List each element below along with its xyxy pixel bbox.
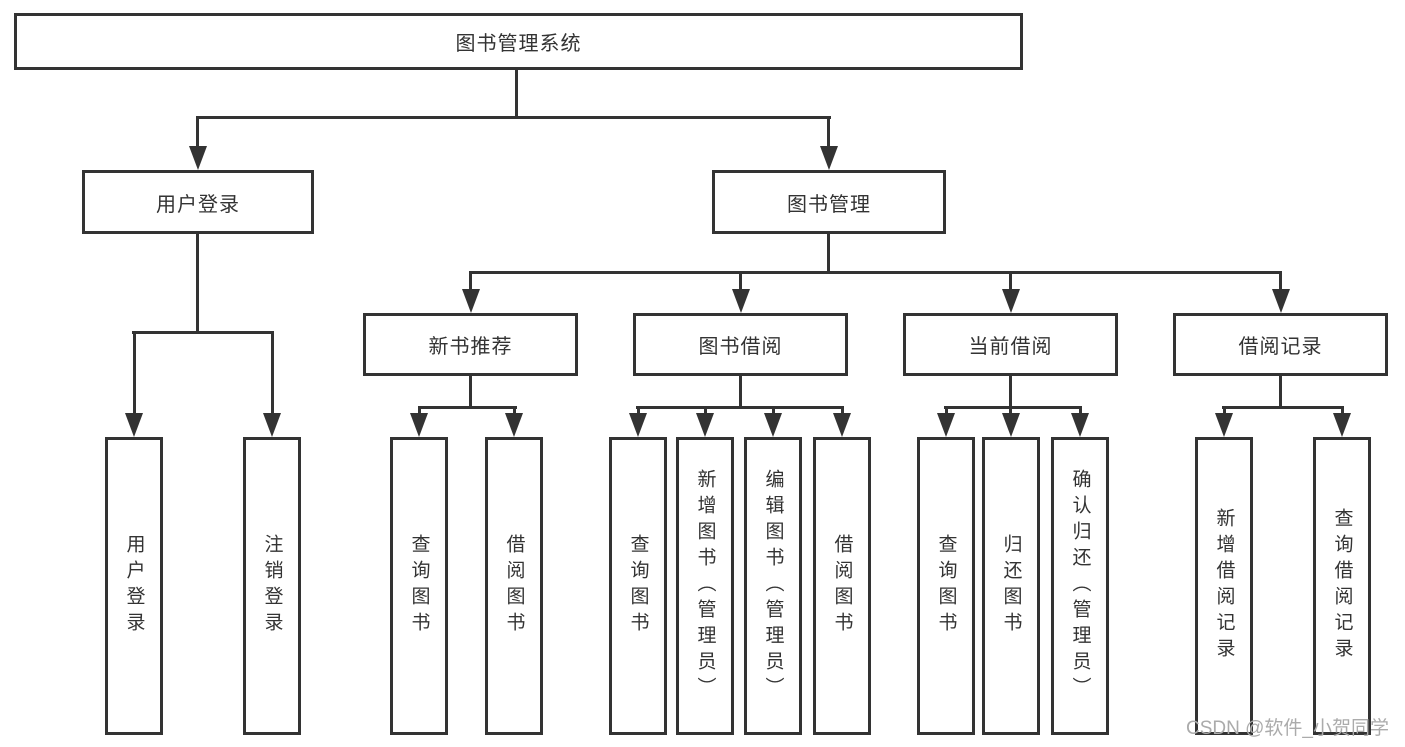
leaf-confirm-return-admin: 确认归还（管理员） (1051, 437, 1109, 735)
leaf-query-books-current: 查询图书 (917, 437, 975, 735)
arrowhead (629, 413, 647, 437)
connector-mgmt-stem (827, 234, 830, 274)
node-label: 新增图书（管理员） (694, 469, 716, 703)
arrowhead (937, 413, 955, 437)
node-label: 用户登录 (123, 534, 145, 638)
node-label: 确认归还（管理员） (1069, 469, 1091, 703)
arrowhead (410, 413, 428, 437)
connector-login-branch (132, 331, 274, 334)
node-label: 查询借阅记录 (1331, 508, 1353, 664)
connector-stem (1009, 406, 1012, 415)
connector-root-branch (196, 116, 831, 119)
node-root-book-management-system: 图书管理系统 (14, 13, 1023, 70)
arrowhead (1333, 413, 1351, 437)
connector-stem (418, 406, 421, 415)
leaf-add-borrow-record: 新增借阅记录 (1195, 437, 1253, 735)
arrowhead (125, 413, 143, 437)
connector-stem (739, 376, 742, 409)
node-label: 借阅图书 (503, 534, 525, 638)
arrowhead (833, 413, 851, 437)
connector-branch (636, 406, 844, 409)
connector-stem (1009, 376, 1012, 409)
node-new-book-recommend: 新书推荐 (363, 313, 578, 376)
arrowhead (1272, 289, 1290, 313)
connector-stem (1279, 271, 1282, 291)
arrowhead (820, 146, 838, 170)
node-label: 归还图书 (1000, 534, 1022, 638)
arrowhead (263, 413, 281, 437)
node-label: 图书借阅 (698, 336, 783, 358)
connector-stem (772, 406, 775, 415)
leaf-user-login: 用户登录 (105, 437, 163, 735)
node-label: 借阅记录 (1238, 336, 1323, 358)
leaf-edit-book-admin: 编辑图书（管理员） (744, 437, 802, 735)
connector-stem (271, 331, 274, 413)
connector-stem (637, 406, 640, 415)
connector-stem (704, 406, 707, 415)
leaf-return-book: 归还图书 (982, 437, 1040, 735)
connector-stem (469, 271, 472, 291)
arrowhead (1002, 413, 1020, 437)
node-label: 编辑图书（管理员） (762, 469, 784, 703)
connector-stem (1223, 406, 1226, 415)
connector-branch (944, 406, 1082, 409)
leaf-borrow-books-recommend: 借阅图书 (485, 437, 543, 735)
leaf-borrow-books: 借阅图书 (813, 437, 871, 735)
node-user-login: 用户登录 (82, 170, 314, 234)
connector-stem (469, 376, 472, 409)
connector-stem (1079, 406, 1082, 415)
connector-stem (739, 271, 742, 291)
node-label: 图书管理 (787, 193, 871, 216)
connector-stem (827, 116, 830, 148)
arrowhead (732, 289, 750, 313)
node-label: 查询图书 (408, 534, 430, 638)
arrowhead (764, 413, 782, 437)
arrowhead (462, 289, 480, 313)
leaf-query-books-recommend: 查询图书 (390, 437, 448, 735)
node-label: 新增借阅记录 (1213, 508, 1235, 664)
connector-stem (945, 406, 948, 415)
node-label: 借阅图书 (831, 534, 853, 638)
node-book-borrow: 图书借阅 (633, 313, 848, 376)
node-label: 查询图书 (935, 534, 957, 638)
node-label: 新书推荐 (428, 336, 513, 358)
node-label: 当前借阅 (968, 336, 1053, 358)
connector-stem (513, 406, 516, 415)
node-label: 图书管理系统 (455, 33, 582, 55)
node-borrow-records: 借阅记录 (1173, 313, 1388, 376)
connector-stem (1009, 271, 1012, 291)
arrowhead (189, 146, 207, 170)
node-label: 查询图书 (627, 534, 649, 638)
leaf-add-book-admin: 新增图书（管理员） (676, 437, 734, 735)
connector-stem (133, 331, 136, 413)
arrowhead (505, 413, 523, 437)
connector-mgmt-branch (469, 271, 1282, 274)
connector-branch (418, 406, 517, 409)
node-book-management: 图书管理 (712, 170, 946, 234)
leaf-query-books-borrow: 查询图书 (609, 437, 667, 735)
arrowhead (1071, 413, 1089, 437)
connector-branch (1222, 406, 1344, 409)
connector-stem (196, 116, 199, 148)
csdn-watermark: CSDN @软件_小贺同学 (1186, 718, 1389, 739)
connector-login-stem (196, 234, 199, 334)
arrowhead (1002, 289, 1020, 313)
arrowhead (696, 413, 714, 437)
node-label: 注销登录 (261, 534, 283, 638)
connector-stem (1279, 376, 1282, 409)
leaf-query-borrow-record: 查询借阅记录 (1313, 437, 1371, 735)
leaf-logout: 注销登录 (243, 437, 301, 735)
connector-root-stem (515, 69, 518, 119)
node-label: 用户登录 (156, 193, 240, 216)
connector-stem (1341, 406, 1344, 415)
connector-stem (841, 406, 844, 415)
node-current-borrow: 当前借阅 (903, 313, 1118, 376)
arrowhead (1215, 413, 1233, 437)
